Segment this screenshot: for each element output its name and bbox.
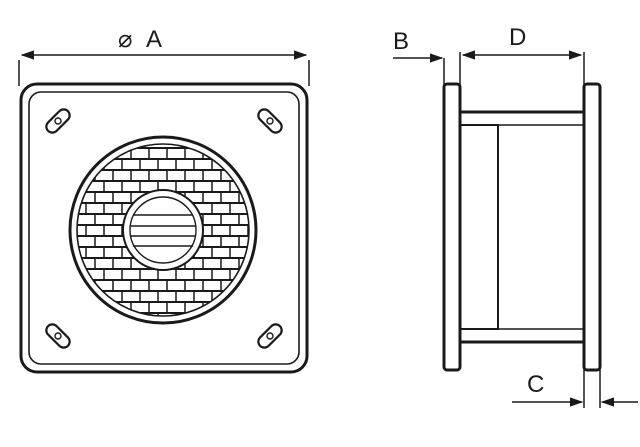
dimension-d: D — [459, 24, 585, 86]
side-view: B D C — [393, 24, 638, 408]
screw-slot-top-right — [257, 108, 283, 134]
dimension-a: ⌀ A — [18, 26, 310, 86]
screw-slot-bottom-right — [257, 323, 283, 349]
dimension-c-label: C — [527, 371, 544, 398]
dimension-c: C — [512, 368, 638, 408]
screw-slot-top-left — [45, 108, 71, 134]
front-plate — [19, 82, 309, 374]
side-duct-step — [459, 124, 499, 330]
dimension-b-label: B — [393, 28, 409, 55]
front-plate-bevel — [28, 91, 300, 365]
hub — [122, 189, 204, 271]
screw-slot-bottom-left — [45, 323, 71, 349]
side-rear-flange — [582, 82, 602, 372]
side-front-flange — [442, 82, 462, 372]
dimension-a-diameter-symbol: ⌀ — [118, 26, 132, 53]
front-view: ⌀ A — [18, 26, 310, 374]
dimension-b: B — [393, 28, 445, 86]
side-duct — [458, 110, 586, 344]
grille — [68, 135, 258, 325]
dimension-d-label: D — [509, 24, 526, 51]
dimension-a-label: A — [146, 26, 162, 53]
